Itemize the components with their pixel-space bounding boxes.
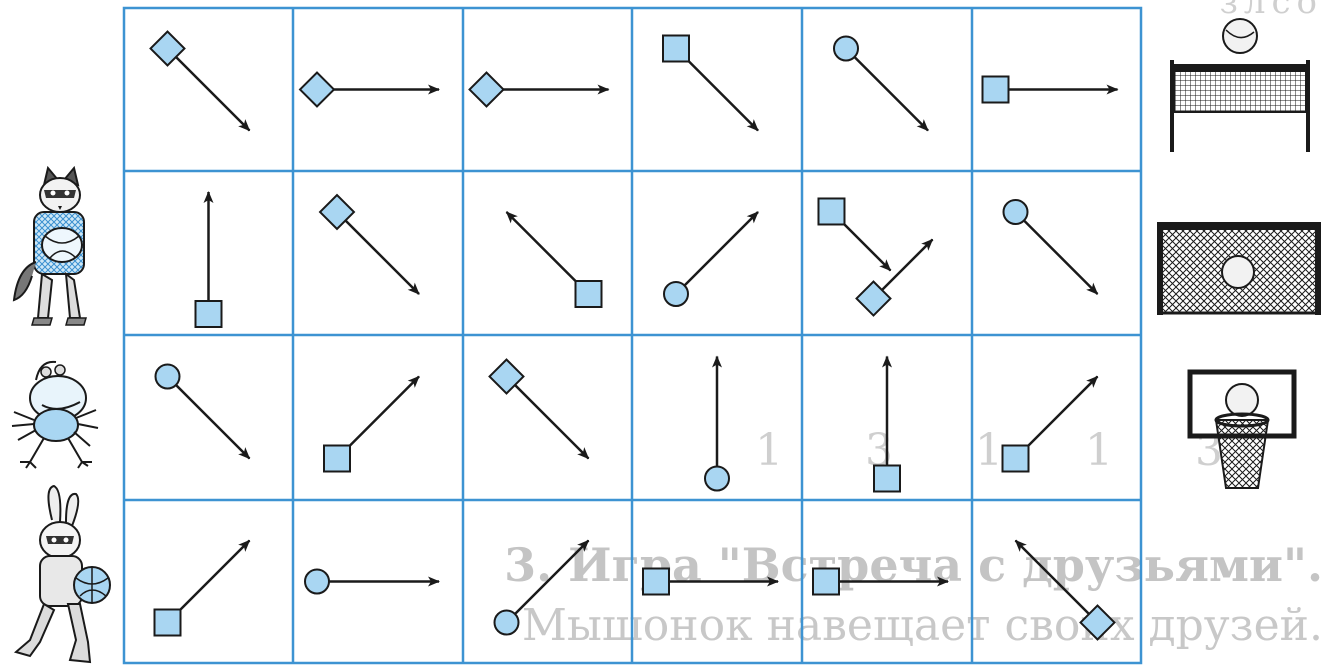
- direction-card: [1001, 375, 1099, 473]
- frog-icon: [11, 360, 99, 469]
- diamond-marker: [298, 71, 336, 108]
- square-marker: [873, 464, 901, 493]
- direction-card: [304, 568, 440, 595]
- circle-marker: [1002, 199, 1029, 225]
- square-marker: [194, 300, 223, 328]
- diamond-marker: [318, 193, 356, 231]
- direction-card: [488, 358, 590, 460]
- football-goal-icon: [1157, 222, 1321, 315]
- direction-card: [493, 539, 590, 636]
- circle-marker: [704, 465, 730, 492]
- direction-card: [505, 211, 603, 308]
- direction-card: [318, 193, 420, 295]
- direction-card: [662, 34, 759, 132]
- direction-card: [704, 355, 730, 492]
- direction-card: [642, 567, 779, 596]
- direction-card: [812, 567, 949, 596]
- wolf-with-ball-icon: [12, 165, 87, 326]
- diamond-marker: [488, 358, 525, 395]
- direction-card: [833, 35, 929, 132]
- direction-arrow: [166, 375, 251, 460]
- direction-cards: [149, 30, 1119, 641]
- direction-arrow: [845, 47, 929, 132]
- square-marker: [662, 34, 690, 63]
- direction-card: [981, 75, 1119, 104]
- direction-card: [298, 71, 440, 108]
- direction-card: [1002, 199, 1099, 295]
- direction-arrow: [336, 211, 420, 295]
- direction-arrow: [872, 238, 934, 300]
- square-marker: [153, 608, 182, 637]
- direction-card: [468, 71, 610, 108]
- square-marker: [323, 444, 351, 473]
- direction-card: [149, 30, 251, 132]
- direction-arrow: [505, 539, 590, 624]
- direction-card: [817, 197, 934, 317]
- hare-with-ball-icon: [13, 484, 111, 664]
- circle-marker: [154, 363, 181, 390]
- direction-arrow: [1014, 211, 1099, 295]
- direction-card: [154, 363, 251, 460]
- volleyball-net-icon: [1170, 18, 1310, 152]
- direction-card: [1014, 539, 1116, 641]
- circle-marker: [833, 35, 859, 62]
- direction-arrow: [675, 211, 759, 295]
- direction-card: [323, 375, 420, 473]
- circle-marker: [304, 568, 330, 595]
- direction-arrow: [166, 47, 251, 132]
- diamond-marker: [1079, 604, 1116, 641]
- square-marker: [981, 75, 1010, 104]
- card-grid: [122, 6, 1143, 665]
- direction-arrow: [505, 375, 590, 460]
- square-marker: [817, 197, 846, 226]
- square-marker: [642, 567, 670, 596]
- direction-card: [663, 211, 759, 307]
- direction-arrow: [1014, 539, 1099, 624]
- basketball-hoop-icon: [1187, 369, 1297, 489]
- direction-card: [194, 191, 223, 328]
- square-marker: [812, 567, 840, 596]
- direction-card: [873, 355, 901, 493]
- square-marker: [574, 280, 603, 308]
- direction-card: [153, 539, 251, 637]
- diamond-marker: [468, 71, 505, 108]
- diamond-marker: [855, 280, 892, 317]
- circle-marker: [663, 281, 689, 307]
- square-marker: [1001, 444, 1030, 473]
- circle-marker: [493, 609, 520, 636]
- diamond-marker: [149, 30, 186, 67]
